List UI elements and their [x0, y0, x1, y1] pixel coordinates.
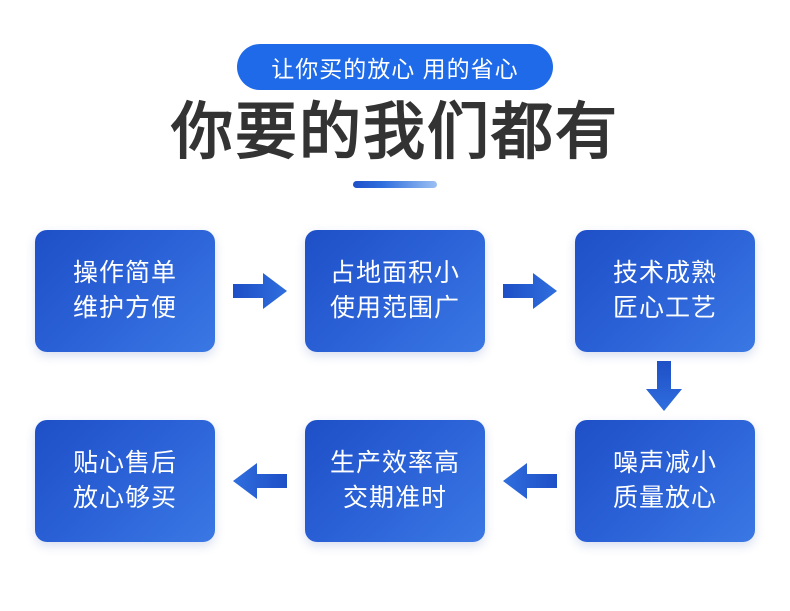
arrow-slot — [485, 463, 575, 499]
arrow-left-icon — [233, 463, 287, 499]
subtitle-badge: 让你买的放心 用的省心 — [237, 44, 553, 90]
flow-box-line-1: 生产效率高 — [329, 448, 460, 477]
arrow-slot — [215, 463, 305, 499]
title-divider — [353, 181, 437, 189]
flow-box-small-footprint[interactable]: 占地面积小 使用范围广 — [305, 230, 485, 352]
flow-box-line-1: 噪声减小 — [612, 448, 717, 477]
flow-box-line-2: 交期准时 — [342, 484, 447, 512]
flow-box-line-2: 质量放心 — [612, 484, 717, 512]
flow-box-line-2: 使用范围广 — [329, 294, 460, 322]
flow-box-operation-simple[interactable]: 操作简单 维护方便 — [35, 230, 215, 352]
flow-box-line-2: 匠心工艺 — [612, 294, 717, 322]
arrow-left-icon — [503, 463, 557, 499]
flow-box-production-efficiency[interactable]: 生产效率高 交期准时 — [305, 420, 485, 542]
flow-box-mature-technology[interactable]: 技术成熟 匠心工艺 — [575, 230, 755, 352]
flow-box-line-1: 技术成熟 — [612, 258, 717, 287]
flow-box-line-1: 贴心售后 — [72, 448, 177, 477]
flowchart: 操作简单 维护方便 占地面积小 使用范围广 — [0, 228, 790, 544]
flow-box-after-sales[interactable]: 贴心售后 放心够买 — [35, 420, 215, 542]
page-title: 你要的我们都有 — [170, 98, 619, 167]
flow-box-line-2: 放心够买 — [72, 484, 177, 512]
arrow-slot — [215, 273, 305, 309]
flow-box-line-1: 占地面积小 — [329, 258, 460, 287]
flow-row-top: 操作简单 维护方便 占地面积小 使用范围广 — [0, 228, 790, 354]
arrow-right-icon — [503, 273, 557, 309]
arrow-slot — [485, 273, 575, 309]
flow-box-line-2: 维护方便 — [72, 294, 177, 322]
header-section: 让你买的放心 用的省心 你要的我们都有 — [0, 0, 790, 189]
flow-box-line-1: 操作简单 — [72, 258, 177, 287]
arrow-right-icon — [233, 273, 287, 309]
flow-row-bottom: 贴心售后 放心够买 生产效率高 交期准时 — [0, 418, 790, 544]
flow-box-noise-reduction[interactable]: 噪声减小 质量放心 — [575, 420, 755, 542]
